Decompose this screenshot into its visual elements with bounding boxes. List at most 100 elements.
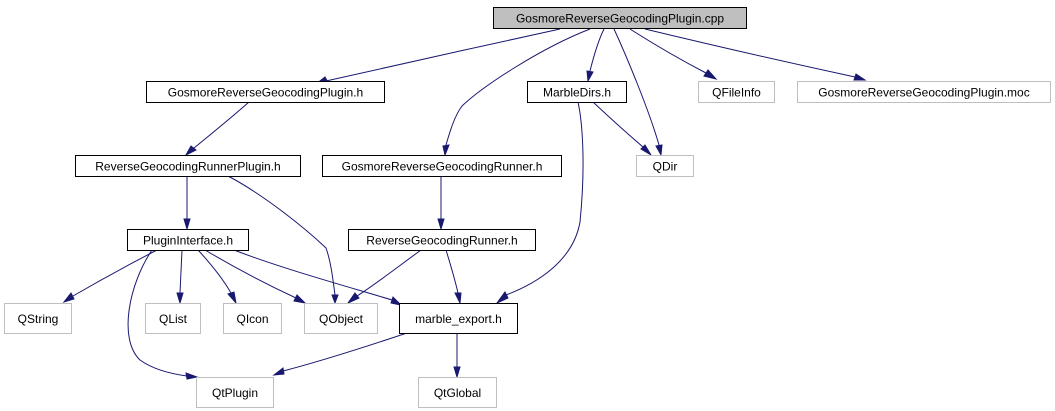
node-reversegeocodingrunnerplugin-h[interactable]: ReverseGeocodingRunnerPlugin.h — [75, 155, 301, 177]
arrowhead-icon — [62, 292, 75, 303]
edge-marbledirs-h-to-marble-export-h — [495, 101, 584, 305]
node-box — [527, 81, 627, 103]
edge-gosmorereversegeocodingplugin-cpp-to-gosmorereversegeocodingplugin-moc — [644, 28, 867, 81]
arrowhead-icon — [454, 292, 462, 305]
edge-line — [233, 249, 393, 301]
arrowhead-icon — [183, 218, 191, 231]
arrowhead-icon — [586, 70, 594, 83]
node-box — [127, 229, 249, 251]
edge-marbledirs-h-to-qdir — [592, 101, 652, 156]
edge-gosmorereversegeocodingrunner-h-to-reversegeocodingrunner-h — [437, 176, 445, 231]
node-box — [322, 155, 562, 177]
arrowhead-icon — [703, 69, 718, 80]
edge-line — [193, 101, 250, 149]
node-qstring: QString — [4, 303, 72, 334]
node-label: GosmoreReverseGeocodingRunner.h — [342, 160, 543, 174]
edge-line — [445, 28, 591, 146]
edge-marble-export-h-to-qtglobal — [453, 333, 461, 379]
arrowhead-icon — [331, 294, 339, 305]
edge-gosmorereversegeocodingplugin-cpp-to-qfileinfo — [629, 28, 718, 80]
arrowhead-icon — [184, 145, 197, 157]
edge-line — [179, 249, 183, 294]
edge-plugininterface-h-to-qlist — [176, 249, 184, 305]
node-box — [145, 303, 201, 334]
arrowhead-icon — [853, 73, 867, 81]
node-box — [399, 303, 518, 334]
edge-line — [127, 249, 188, 377]
node-qtglobal: QtGlobal — [418, 377, 497, 408]
node-label: QString — [18, 312, 59, 326]
nodes-layer: GosmoreReverseGeocodingPlugin.cppGosmore… — [4, 7, 1051, 408]
node-label: QObject — [319, 312, 364, 326]
node-label: ReverseGeocodingRunner.h — [366, 234, 517, 248]
edge-reversegeocodingrunner-h-to-qobject — [346, 249, 422, 305]
node-box — [493, 7, 747, 29]
arrowhead-icon — [346, 292, 360, 305]
edge-line — [325, 28, 561, 82]
node-label: QIcon — [236, 312, 268, 326]
edge-gosmorereversegeocodingplugin-cpp-to-qdir — [613, 28, 663, 157]
node-label: QtGlobal — [434, 386, 481, 400]
node-gosmorereversegeocodingplugin-h[interactable]: GosmoreReverseGeocodingPlugin.h — [146, 81, 385, 103]
edges-layer — [62, 28, 867, 380]
node-box — [304, 303, 378, 334]
node-box — [146, 81, 385, 103]
edge-reversegeocodingrunner-h-to-marble-export-h — [445, 249, 462, 305]
edge-plugininterface-h-to-marble-export-h — [233, 249, 403, 306]
edge-line — [445, 249, 459, 294]
edge-gosmorereversegeocodingplugin-cpp-to-gosmorereversegeocodingplugin-h — [314, 28, 561, 85]
edge-gosmorereversegeocodingplugin-cpp-to-marbledirs-h — [586, 28, 605, 83]
edge-line — [197, 249, 232, 294]
node-box — [418, 377, 497, 408]
edge-plugininterface-h-to-qobject — [204, 249, 307, 304]
node-label: QtPlugin — [212, 386, 258, 400]
arrowhead-icon — [437, 218, 445, 231]
node-marble-export-h[interactable]: marble_export.h — [399, 303, 518, 334]
node-label: GosmoreReverseGeocodingPlugin.moc — [818, 86, 1029, 100]
node-label: MarbleDirs.h — [543, 86, 611, 100]
node-box — [223, 303, 282, 334]
node-qicon: QIcon — [223, 303, 282, 334]
arrowhead-icon — [640, 144, 652, 156]
node-qlist: QList — [145, 303, 201, 334]
edge-plugininterface-h-to-qtplugin — [127, 249, 199, 380]
edge-line — [589, 28, 605, 72]
edge-marble-export-h-to-qtplugin — [272, 332, 408, 376]
arrowhead-icon — [453, 366, 461, 379]
node-label: QList — [159, 312, 188, 326]
arrowhead-icon — [655, 144, 663, 157]
node-label: GosmoreReverseGeocodingPlugin.h — [168, 86, 363, 100]
arrowhead-icon — [442, 144, 450, 157]
node-qdir: QDir — [636, 155, 694, 177]
node-qfileinfo: QFileInfo — [698, 81, 775, 103]
node-box — [797, 81, 1051, 103]
node-qobject: QObject — [304, 303, 378, 334]
node-label: marble_export.h — [415, 312, 502, 326]
node-box — [75, 155, 301, 177]
arrowhead-icon — [176, 292, 184, 305]
arrowhead-icon — [227, 291, 237, 305]
edge-plugininterface-h-to-qicon — [197, 249, 237, 305]
node-gosmorereversegeocodingrunner-h[interactable]: GosmoreReverseGeocodingRunner.h — [322, 155, 562, 177]
edge-gosmorereversegeocodingplugin-cpp-to-gosmorereversegeocodingrunner-h — [442, 28, 591, 157]
edge-line — [204, 249, 297, 299]
node-label: QFileInfo — [712, 86, 761, 100]
edge-line — [282, 332, 408, 372]
node-label: QDir — [653, 160, 678, 174]
node-label: GosmoreReverseGeocodingPlugin.cpp — [516, 12, 724, 26]
node-box — [348, 229, 536, 251]
edge-line — [356, 249, 422, 297]
edge-line — [644, 28, 856, 78]
arrowhead-icon — [293, 294, 307, 304]
edge-plugininterface-h-to-qstring — [62, 249, 158, 303]
node-box — [196, 377, 274, 408]
node-reversegeocodingrunner-h[interactable]: ReverseGeocodingRunner.h — [348, 229, 536, 251]
edge-line — [505, 101, 584, 296]
node-plugininterface-h[interactable]: PluginInterface.h — [127, 229, 249, 251]
node-label: ReverseGeocodingRunnerPlugin.h — [95, 160, 280, 174]
node-label: PluginInterface.h — [143, 234, 233, 248]
node-marbledirs-h[interactable]: MarbleDirs.h — [527, 81, 627, 103]
edge-reversegeocodingrunnerplugin-h-to-plugininterface-h — [183, 176, 191, 231]
node-gosmorereversegeocodingplugin-cpp[interactable]: GosmoreReverseGeocodingPlugin.cpp — [493, 7, 747, 29]
